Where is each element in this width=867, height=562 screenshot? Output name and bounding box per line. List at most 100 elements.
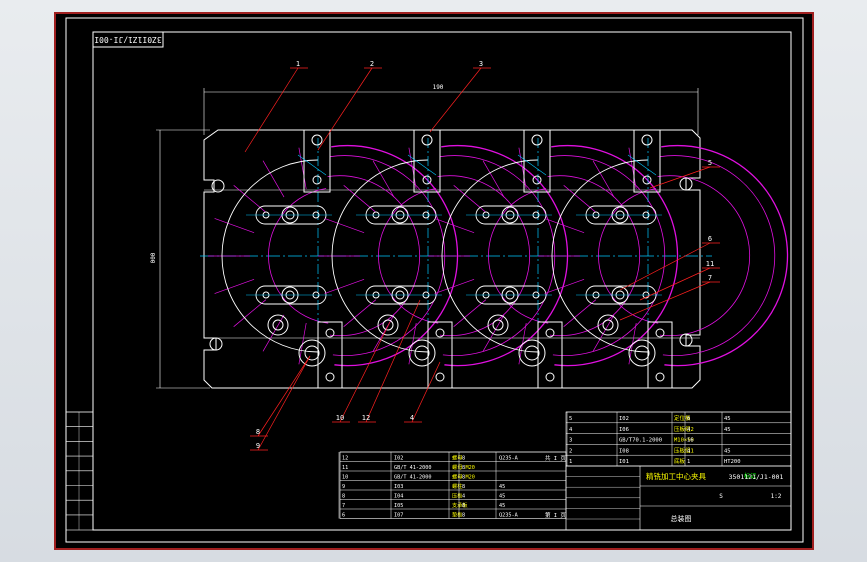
part-arc	[331, 159, 429, 353]
bom-upper-name: M10×50	[674, 438, 694, 444]
bom-lower-code: I05	[394, 503, 403, 509]
leader-line	[619, 281, 711, 321]
balloon-10: 10	[332, 321, 391, 423]
hole	[641, 134, 653, 146]
support-nut	[597, 314, 619, 336]
leader-line	[365, 299, 421, 423]
clamp-bolt-inner	[634, 345, 650, 361]
bom-lower-code: I02	[394, 456, 403, 462]
balloon-label: 7	[708, 274, 712, 282]
section-rib	[518, 147, 527, 190]
fixture-station-1	[208, 129, 459, 389]
section-rib	[408, 147, 417, 190]
section-rib	[372, 160, 395, 198]
support-nut-inner	[382, 319, 394, 331]
end-slot-left	[211, 179, 225, 193]
section-arc	[488, 188, 549, 324]
support-nut-inner	[492, 319, 504, 331]
end-slot-left-bottom	[209, 337, 223, 351]
leader-line	[244, 67, 299, 153]
balloon-8: 8	[250, 355, 311, 437]
section-rib	[563, 185, 597, 213]
hole	[532, 175, 542, 185]
fixture-station-4	[538, 129, 789, 389]
fixture-station-3	[428, 129, 679, 389]
locating-block-bottom	[537, 321, 563, 389]
section-rib	[544, 218, 585, 234]
bom-lower-no: 6	[342, 513, 345, 519]
bom-upper-qty: 4	[687, 427, 691, 433]
inner-frame	[92, 31, 792, 531]
bom-upper-mat: 45	[724, 416, 731, 422]
balloon-label: 6	[708, 235, 712, 243]
title-frame	[565, 465, 792, 531]
bom-lower-code: GB/T 41-2000	[394, 475, 431, 481]
bom-lower-qty: 8	[462, 503, 465, 509]
section-arc	[329, 155, 446, 356]
bom-upper-mat: HT200	[724, 459, 741, 465]
section-arc	[657, 175, 751, 337]
balloon-5: 5	[649, 159, 720, 189]
section-rib	[343, 185, 377, 213]
locating-block-top	[523, 129, 551, 193]
support-nut	[267, 314, 289, 336]
drawing-mark: S	[719, 493, 723, 500]
fixture-stations	[208, 129, 789, 389]
locating-block-bottom	[427, 321, 453, 389]
locating-block-bottom	[647, 321, 673, 389]
bom-note: 标记	[744, 472, 756, 480]
bom-upper-code: I08	[619, 448, 629, 454]
balloon-label: 10	[336, 414, 344, 422]
section-rib	[214, 278, 255, 294]
bom-upper-qty: 6	[687, 416, 690, 422]
bom-lower-no: 10	[342, 475, 348, 481]
bom-lower-qty: 8	[462, 465, 465, 471]
section-arc	[659, 155, 776, 356]
rotated-code-box: 3Z0I1Z1/JI-00I	[92, 31, 164, 48]
hole	[435, 328, 445, 338]
dimension-width-label: 190	[433, 84, 444, 91]
balloon-9: 9	[250, 355, 311, 451]
bom-lower-qty: 4	[462, 494, 465, 500]
bom-lower-code: I03	[394, 484, 403, 490]
hole	[311, 134, 323, 146]
balloon-12: 12	[358, 299, 421, 423]
balloon-label: 12	[362, 414, 370, 422]
leader-line	[639, 267, 711, 301]
bom-upper-no: 4	[569, 427, 573, 433]
hole	[655, 328, 665, 338]
section-rib	[434, 278, 475, 294]
locating-block-bottom	[317, 321, 343, 389]
leader-line	[339, 321, 391, 423]
bom-lower-qty: 8	[462, 475, 465, 481]
bom-lower-no: 9	[342, 484, 345, 490]
section-arc	[437, 175, 531, 337]
section-arc	[327, 175, 421, 337]
support-nut-inner	[602, 319, 614, 331]
aux-line	[627, 154, 657, 176]
hole	[545, 328, 555, 338]
bom-upper-no: 3	[569, 438, 572, 444]
section-arc	[598, 188, 659, 324]
leader-line	[649, 166, 711, 189]
balloon-2: 2	[317, 60, 382, 151]
support-nut	[377, 314, 399, 336]
bom-upper-mat: 45	[724, 427, 731, 433]
section-rib	[324, 278, 365, 294]
balloon-label: 2	[370, 60, 374, 68]
balloon-label: 3	[479, 60, 483, 68]
balloon-label: 11	[706, 260, 714, 268]
bom-upper-name: 定位板	[674, 414, 691, 422]
leader-line	[257, 355, 311, 451]
bom-lower-code: GB/T 41-2000	[394, 465, 431, 471]
section-rib	[324, 218, 365, 234]
support-nut	[487, 314, 509, 336]
end-slot-right	[679, 177, 693, 191]
section-rib	[563, 299, 597, 327]
balloon-11: 11	[639, 260, 720, 301]
balloon-label: 5	[708, 159, 712, 167]
part-arc	[551, 159, 649, 353]
balloon-1: 1	[244, 60, 308, 153]
bom-lower-mat: Q235-A	[499, 456, 519, 462]
